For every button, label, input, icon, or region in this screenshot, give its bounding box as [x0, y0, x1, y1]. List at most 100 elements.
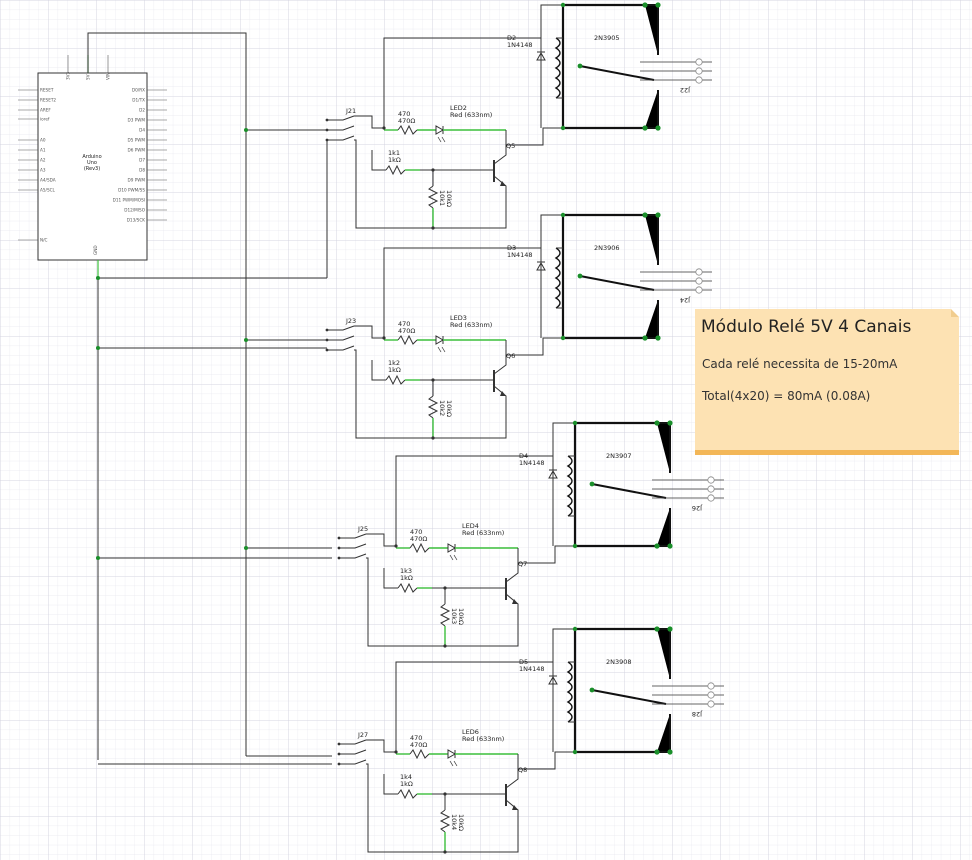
- arduino-left-pin: A5/SCL: [40, 188, 56, 193]
- led-resistor-label: 470: [398, 320, 410, 328]
- led-label: LED6: [462, 728, 479, 736]
- terminal-label: J28: [692, 710, 703, 718]
- arduino-right-pin: D3 PWM: [128, 118, 146, 123]
- arduino-right-pin: D11 PWM/MOSI: [113, 198, 145, 203]
- arduino-right-pin: D2: [139, 108, 145, 113]
- arduino-name: Arduino: [82, 154, 101, 160]
- diode-model: 1N4148: [519, 665, 545, 673]
- note-line-2: Total(4x20) = 80mA (0.08A): [702, 389, 871, 403]
- arduino-right-pin: D1/TX: [132, 98, 145, 103]
- arduino-left-pin: A1: [40, 148, 46, 153]
- arduino-left-pin: RESET2: [40, 98, 56, 103]
- arduino-top-pin: 3V3: [66, 71, 71, 80]
- diode-label: D5: [519, 658, 528, 666]
- arduino-top-pin: 5V: [86, 74, 91, 80]
- arduino-right-pin: D4: [139, 128, 145, 133]
- arduino-gnd-pin: GND: [93, 245, 98, 255]
- led-color: Red (633nm): [450, 321, 492, 329]
- pulldown-label: 10k4: [450, 814, 458, 830]
- pulldown-label: 10k3: [450, 608, 458, 624]
- pulldown-value: 10kΩ: [457, 814, 465, 831]
- base-resistor-value: 1kΩ: [388, 366, 401, 374]
- diode-model: 1N4148: [507, 41, 533, 49]
- terminal-label: J26: [692, 504, 703, 512]
- base-resistor-value: 1kΩ: [400, 780, 413, 788]
- led-resistor-label: 470: [410, 734, 422, 742]
- led-color: Red (633nm): [462, 529, 504, 537]
- power-wires: [87, 32, 332, 765]
- relay-label: 2N3908: [606, 658, 632, 666]
- led-resistor-label: 470: [398, 110, 410, 118]
- diode-model: 1N4148: [519, 459, 545, 467]
- arduino-right-pin: D0/RX: [132, 88, 145, 93]
- pulldown-label: 10k2: [438, 400, 446, 416]
- led-label: LED2: [450, 104, 467, 112]
- relay-label: 2N3906: [594, 244, 620, 252]
- jumper-label: J23: [345, 317, 356, 325]
- diode-label: D4: [519, 452, 528, 460]
- relay-label: 2N3905: [594, 34, 620, 42]
- note-title: Módulo Relé 5V 4 Canais: [701, 317, 912, 337]
- arduino-right-pin: D10 PWM/SS: [118, 188, 145, 193]
- transistor-label: Q8: [518, 766, 527, 774]
- arduino-body: [37, 72, 148, 261]
- arduino-left-pin: ioref: [40, 117, 50, 122]
- arduino-top-pin: VIN: [106, 73, 111, 80]
- note-card[interactable]: Módulo Relé 5V 4 Canais Cada relé necess…: [695, 309, 959, 455]
- base-resistor-label: 1k1: [388, 149, 400, 157]
- jumper-label: J25: [357, 525, 368, 533]
- terminal-label: J24: [680, 296, 691, 304]
- transistor-label: Q7: [518, 560, 527, 568]
- arduino-right-pin: D9 PWM: [128, 178, 146, 183]
- arduino-right-pin: D8: [139, 168, 145, 173]
- arduino-left-pin: AREF: [40, 108, 51, 113]
- arduino-right-pin: D6 PWM: [128, 148, 146, 153]
- led-resistor-value: 470Ω: [398, 117, 415, 125]
- relay-label: 2N3907: [606, 452, 632, 460]
- arduino-rev: (Rev3): [84, 166, 100, 172]
- pulldown-value: 10kΩ: [445, 190, 453, 207]
- diode-model: 1N4148: [507, 251, 533, 259]
- led-label: LED3: [450, 314, 467, 322]
- base-resistor-label: 1k4: [400, 773, 412, 781]
- arduino-right-pin: D7: [139, 158, 145, 163]
- base-resistor-value: 1kΩ: [388, 156, 401, 164]
- led-color: Red (633nm): [462, 735, 504, 743]
- base-resistor-value: 1kΩ: [400, 574, 413, 582]
- pulldown-value: 10kΩ: [445, 400, 453, 417]
- led-resistor-value: 470Ω: [410, 741, 427, 749]
- jumper-label: J21: [345, 107, 356, 115]
- terminal-label: J22: [680, 86, 691, 94]
- arduino-left-pin: N/C: [40, 238, 48, 243]
- diode-label: D3: [507, 244, 516, 252]
- led-label: LED4: [462, 522, 479, 530]
- arduino-left-pin: A2: [40, 158, 46, 163]
- led-resistor-label: 470: [410, 528, 422, 536]
- transistor-label: Q6: [506, 352, 515, 360]
- arduino-right-pin: D5 PWM: [128, 138, 146, 143]
- led-resistor-value: 470Ω: [410, 535, 427, 543]
- jumper-label: J27: [357, 731, 368, 739]
- pulldown-value: 10kΩ: [457, 608, 465, 625]
- diode-label: D2: [507, 34, 516, 42]
- power-nodes: [96, 128, 248, 560]
- base-resistor-label: 1k2: [388, 359, 400, 367]
- base-resistor-label: 1k3: [400, 567, 412, 575]
- note-line-1: Cada relé necessita de 15-20mA: [702, 357, 898, 371]
- led-resistor-value: 470Ω: [398, 327, 415, 335]
- arduino-left-pin: RESET: [40, 88, 54, 93]
- arduino-model: Uno: [87, 160, 97, 166]
- arduino-right-pin: D12/MISO: [124, 208, 145, 213]
- arduino-left-pin: A3: [40, 168, 46, 173]
- arduino-left-pin: A0: [40, 138, 46, 143]
- arduino-left-pin: A4/SDA: [40, 178, 56, 183]
- led-color: Red (633nm): [450, 111, 492, 119]
